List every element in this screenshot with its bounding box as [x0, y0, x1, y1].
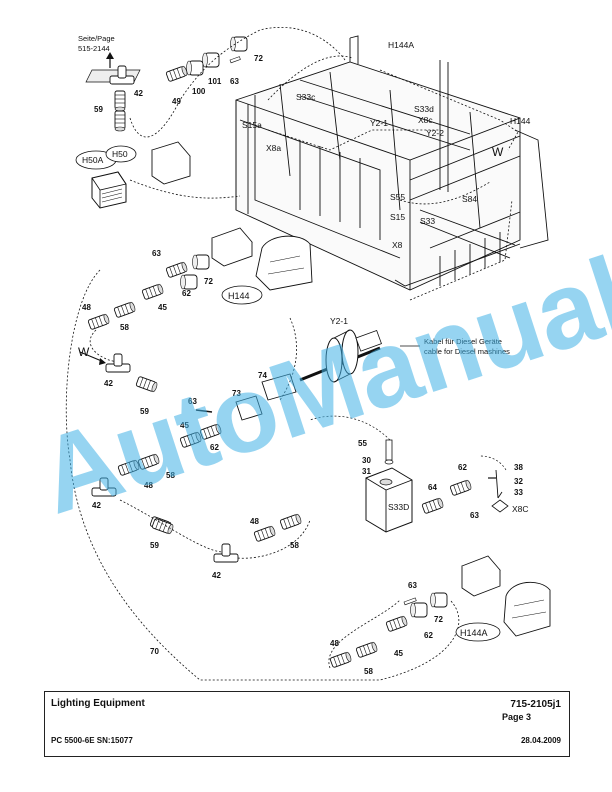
- svg-text:W: W: [492, 145, 504, 159]
- svg-text:74: 74: [258, 371, 267, 380]
- component-labels: H144A H144 W S33c S15a X8a Y2-1 Y2-2 S33…: [78, 40, 531, 638]
- svg-text:W: W: [78, 345, 90, 359]
- svg-text:S33c: S33c: [296, 92, 316, 102]
- svg-text:H50: H50: [112, 149, 128, 159]
- svg-text:73: 73: [232, 389, 241, 398]
- svg-text:S15a: S15a: [242, 120, 262, 130]
- svg-text:X8C: X8C: [512, 504, 529, 514]
- svg-text:63: 63: [470, 511, 479, 520]
- part-numbers: 72 101 100 49 63 42 59 63 62 72 45 48 58…: [82, 54, 523, 676]
- svg-text:42: 42: [212, 571, 221, 580]
- svg-text:72: 72: [254, 54, 263, 63]
- svg-text:S33d: S33d: [414, 104, 434, 114]
- svg-text:63: 63: [152, 249, 161, 258]
- lighting-equipment-diagram: Seite/Page 515-2144: [65, 26, 551, 681]
- svg-text:72: 72: [434, 615, 443, 624]
- page-reference: Seite/Page 515-2144: [78, 34, 115, 68]
- svg-text:Y2-1: Y2-1: [330, 316, 348, 326]
- svg-text:62: 62: [424, 631, 433, 640]
- svg-text:Y2-2: Y2-2: [426, 128, 444, 138]
- svg-text:X8: X8: [392, 240, 403, 250]
- svg-text:Y2-1: Y2-1: [370, 118, 388, 128]
- svg-text:64: 64: [428, 483, 437, 492]
- document-date: 28.04.2009: [520, 736, 561, 745]
- svg-text:59: 59: [94, 105, 103, 114]
- svg-text:100: 100: [192, 87, 206, 96]
- svg-text:Kabel für Diesel Geräte: Kabel für Diesel Geräte: [424, 337, 502, 346]
- svg-text:58: 58: [166, 471, 175, 480]
- svg-text:45: 45: [180, 421, 189, 430]
- page-number: Page 3: [501, 712, 531, 722]
- svg-text:63: 63: [408, 581, 417, 590]
- svg-text:H144: H144: [510, 116, 531, 126]
- svg-text:S84: S84: [462, 194, 477, 204]
- svg-text:59: 59: [150, 541, 159, 550]
- svg-text:62: 62: [458, 463, 467, 472]
- svg-text:33: 33: [514, 488, 523, 497]
- machine-model: PC 5500-6E SN:15077: [51, 736, 133, 745]
- svg-text:32: 32: [514, 477, 523, 486]
- svg-text:S55: S55: [390, 192, 405, 202]
- svg-text:70: 70: [150, 647, 159, 656]
- svg-text:55: 55: [358, 439, 367, 448]
- svg-text:Seite/Page: Seite/Page: [78, 34, 115, 43]
- svg-text:48: 48: [250, 517, 259, 526]
- document-title: Lighting Equipment: [51, 698, 145, 709]
- svg-text:515-2144: 515-2144: [78, 44, 110, 53]
- svg-text:45: 45: [394, 649, 403, 658]
- svg-text:63: 63: [230, 77, 239, 86]
- svg-text:101: 101: [208, 77, 222, 86]
- title-block: Lighting Equipment 715-2105j1 Page 3 PC …: [44, 691, 570, 757]
- cable-note: Kabel für Diesel Geräte cable for Diesel…: [424, 337, 510, 356]
- svg-text:30: 30: [362, 456, 371, 465]
- svg-text:H50A: H50A: [82, 155, 104, 165]
- svg-text:45: 45: [158, 303, 167, 312]
- svg-text:63: 63: [188, 397, 197, 406]
- svg-text:58: 58: [290, 541, 299, 550]
- svg-text:S33: S33: [420, 216, 435, 226]
- svg-text:59: 59: [140, 407, 149, 416]
- svg-text:X8c: X8c: [418, 115, 433, 125]
- svg-text:42: 42: [104, 379, 113, 388]
- svg-text:H144A: H144A: [460, 628, 488, 638]
- svg-text:H144: H144: [228, 291, 250, 301]
- y2-1-spindle: [299, 329, 382, 383]
- svg-text:31: 31: [362, 467, 371, 476]
- svg-text:S15: S15: [390, 212, 405, 222]
- svg-text:72: 72: [204, 277, 213, 286]
- document-number: 715-2105j1: [510, 699, 561, 710]
- svg-text:48: 48: [144, 481, 153, 490]
- svg-text:42: 42: [92, 501, 101, 510]
- machine-frame: [235, 35, 549, 291]
- svg-text:58: 58: [364, 667, 373, 676]
- svg-text:48: 48: [330, 639, 339, 648]
- svg-text:48: 48: [82, 303, 91, 312]
- svg-text:cable for Diesel mashines: cable for Diesel mashines: [424, 347, 510, 356]
- svg-text:62: 62: [182, 289, 191, 298]
- svg-text:49: 49: [172, 97, 181, 106]
- svg-text:H144A: H144A: [388, 40, 414, 50]
- svg-text:S33D: S33D: [388, 502, 409, 512]
- svg-text:X8a: X8a: [266, 143, 281, 153]
- svg-text:42: 42: [134, 89, 143, 98]
- svg-text:58: 58: [120, 323, 129, 332]
- svg-text:38: 38: [514, 463, 523, 472]
- svg-text:62: 62: [210, 443, 219, 452]
